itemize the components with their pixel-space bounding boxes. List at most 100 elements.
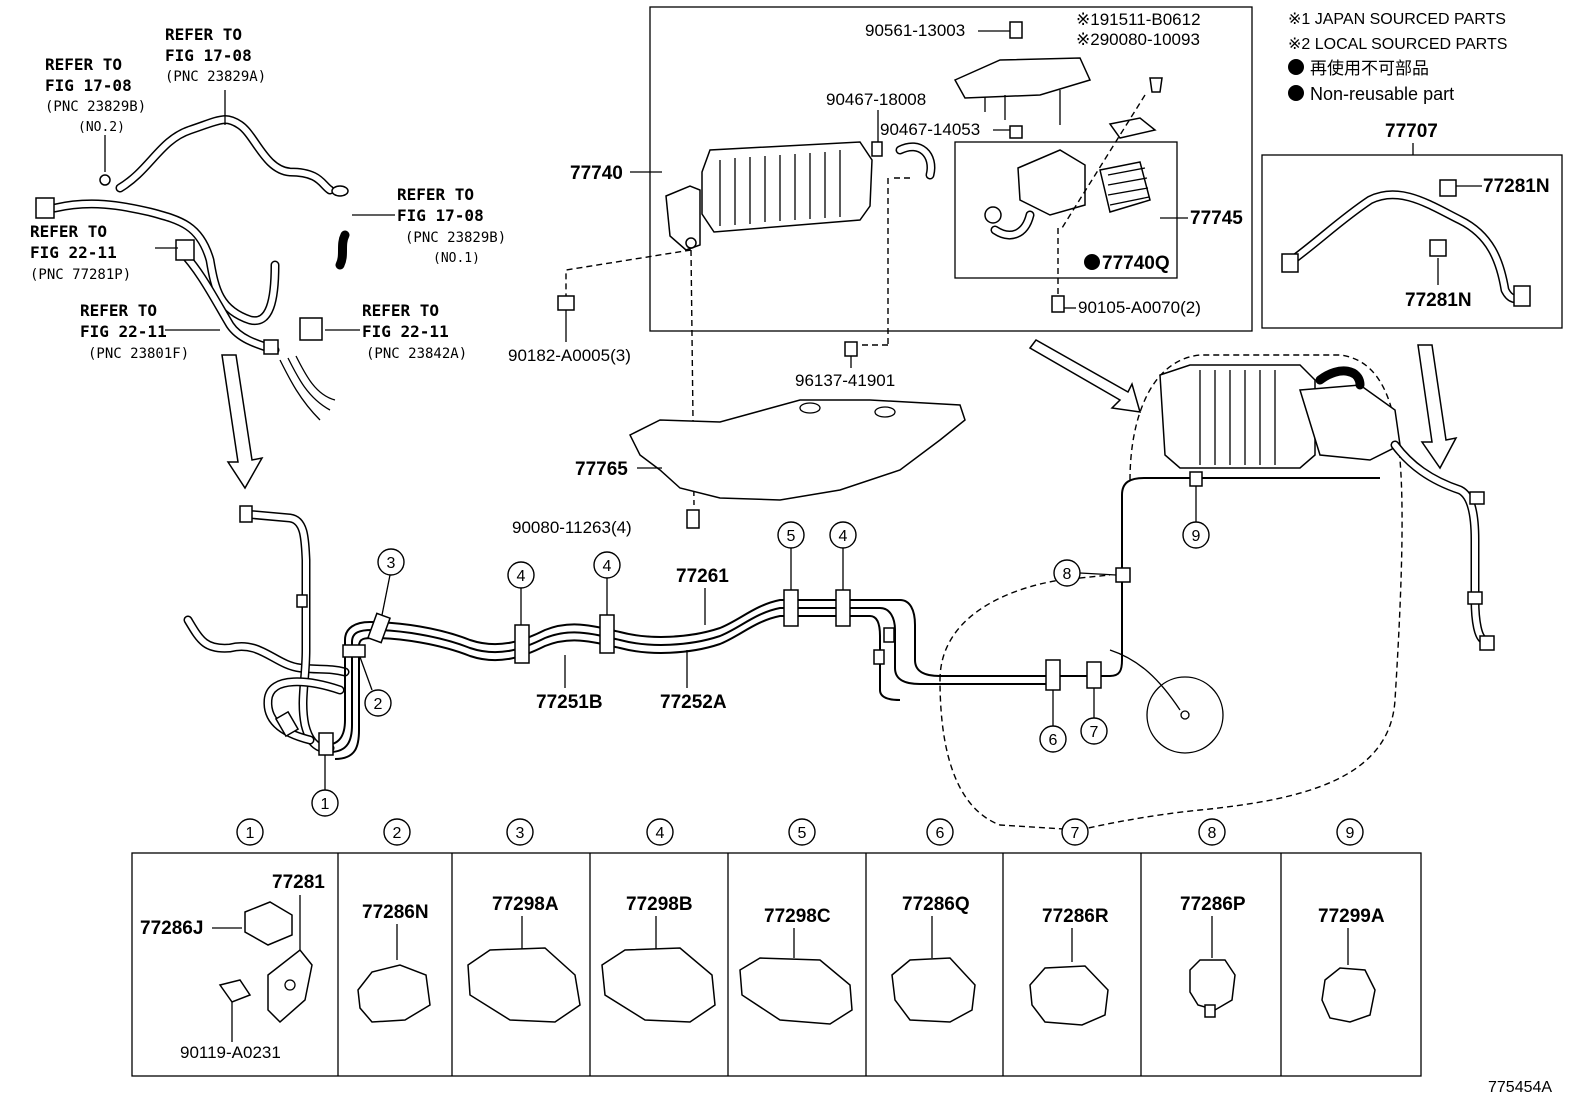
ref-label: FIG 17-08 [45, 76, 132, 95]
clamp-icon [601, 947, 716, 1023]
ref-label: REFER TO [362, 301, 439, 320]
part-label: 77299A [1318, 906, 1385, 927]
canister-mounting: 90182-A0005(3) 90080-11263(4) 96137-4190… [508, 249, 966, 537]
ref-label: REFER TO [30, 222, 107, 241]
part-label: 77261 [676, 566, 729, 587]
part-label: 90119-A0231 [180, 1043, 281, 1062]
clamp-1-icon [318, 732, 334, 756]
ref-label: (PNC 23829B) [45, 99, 146, 115]
part-label: 77298B [626, 894, 693, 915]
part-label: 77281 [272, 872, 325, 893]
ref-label: FIG 22-11 [362, 322, 449, 341]
clamp-2-icon [342, 644, 366, 658]
ref-label: FIG 22-11 [80, 322, 167, 341]
filter-icon [1099, 161, 1151, 213]
clip-icon [99, 174, 111, 186]
clamp-icon [1029, 965, 1109, 1026]
callout-2: 2 [359, 656, 392, 717]
callout-3: 3 [377, 548, 405, 616]
table-cell-7: 77286R [1029, 906, 1109, 1026]
table-cell-3: 77298A [467, 894, 581, 1023]
bolt-icon [218, 979, 252, 1003]
part-label: 77298C [764, 906, 831, 927]
clamp-4-icon [835, 589, 851, 627]
connector-icon [1281, 253, 1299, 273]
bolt-icon [686, 509, 700, 529]
table-cell-4: 77298B [601, 894, 716, 1023]
svg-text:8: 8 [1063, 566, 1072, 583]
svg-text:3: 3 [387, 555, 396, 572]
part-label: 77765 [575, 459, 628, 480]
svg-text:1: 1 [246, 825, 255, 842]
clamp-3-icon [367, 612, 391, 644]
callout-9: 9 [1182, 486, 1210, 549]
connector-icon [263, 339, 279, 355]
canister-detail-box: 90561-13003 ※191511-B0612 ※290080-10093 … [570, 6, 1253, 345]
table-header-5: 5 [788, 818, 816, 846]
part-label: 77281N [1405, 290, 1472, 311]
clamp-icon [739, 957, 853, 1025]
clamp-7-icon [1086, 661, 1102, 689]
part-label: 77286N [362, 902, 429, 923]
clamp-icon [357, 964, 431, 1023]
ref-label: (NO.2) [78, 120, 125, 135]
clamp-9-icon [1189, 471, 1203, 487]
ref-label: (NO.1) [433, 251, 480, 266]
part-label: 90105-A0070(2) [1078, 298, 1201, 317]
svg-text:5: 5 [787, 528, 796, 545]
table-header-1: 1 [236, 818, 264, 846]
clamp-icon [467, 947, 581, 1023]
part-label: 77252A [660, 692, 727, 713]
arrow-down-icon [221, 354, 264, 490]
part-label: 96137-41901 [795, 371, 895, 390]
clip-icon [1439, 179, 1457, 197]
part-label: 77281N [1483, 176, 1550, 197]
part-label: 77286J [140, 918, 203, 939]
ref-label: FIG 22-11 [30, 243, 117, 262]
connector-icon [1513, 285, 1531, 307]
connector-icon [239, 505, 253, 523]
clip-icon [1429, 239, 1447, 257]
clamp-icon [331, 185, 349, 197]
clamp-icon [1189, 959, 1236, 1011]
ref-label: (PNC 77281P) [30, 267, 131, 283]
table-header-9: 9 [1336, 818, 1364, 846]
clamp-icon [1321, 967, 1376, 1023]
svg-text:6: 6 [936, 825, 945, 842]
ref-label: (PNC 23829A) [165, 69, 266, 85]
legend-japan: ※1 JAPAN SOURCED PARTS [1288, 11, 1506, 28]
table-cell-5: 77298C [739, 906, 853, 1025]
svg-text:9: 9 [1346, 825, 1355, 842]
clip-icon [844, 341, 858, 357]
hose-77707-box: 77707 77281N 77281N [1261, 121, 1563, 470]
callout-8: 8 [1053, 559, 1117, 587]
bolt-icon [1149, 77, 1163, 93]
part-label: ※191511-B0612 [1076, 10, 1201, 29]
canister-icon [701, 141, 873, 233]
svg-text:4: 4 [603, 558, 612, 575]
table-header-2: 2 [383, 818, 411, 846]
grommet-icon [557, 295, 575, 311]
canister-icon [1159, 364, 1316, 469]
table-header-8: 8 [1198, 818, 1226, 846]
callout-6: 6 [1039, 690, 1067, 753]
callout-1: 1 [311, 755, 339, 817]
table-header-4: 4 [646, 818, 674, 846]
part-label: 77740Q [1102, 253, 1170, 274]
fuel-line-assembly: 77261 77251B 77252A 1 2 3 4 [183, 339, 1495, 831]
clamp-4-icon [514, 624, 530, 664]
clamp-6-icon [1045, 659, 1061, 691]
svg-text:8: 8 [1208, 825, 1217, 842]
legend-nonreuse-jp: 再使用不可部品 [1310, 58, 1429, 78]
connector-icon [1479, 635, 1495, 651]
bracket-icon [267, 948, 313, 1024]
part-label: 90467-14053 [880, 120, 980, 139]
callout-5: 5 [777, 521, 805, 590]
ref-label: FIG 17-08 [397, 206, 484, 225]
svg-text:2: 2 [374, 696, 383, 713]
table-header-3: 3 [506, 818, 534, 846]
svg-text:7: 7 [1090, 724, 1099, 741]
legend: ※1 JAPAN SOURCED PARTS ※2 LOCAL SOURCED … [1288, 11, 1507, 104]
